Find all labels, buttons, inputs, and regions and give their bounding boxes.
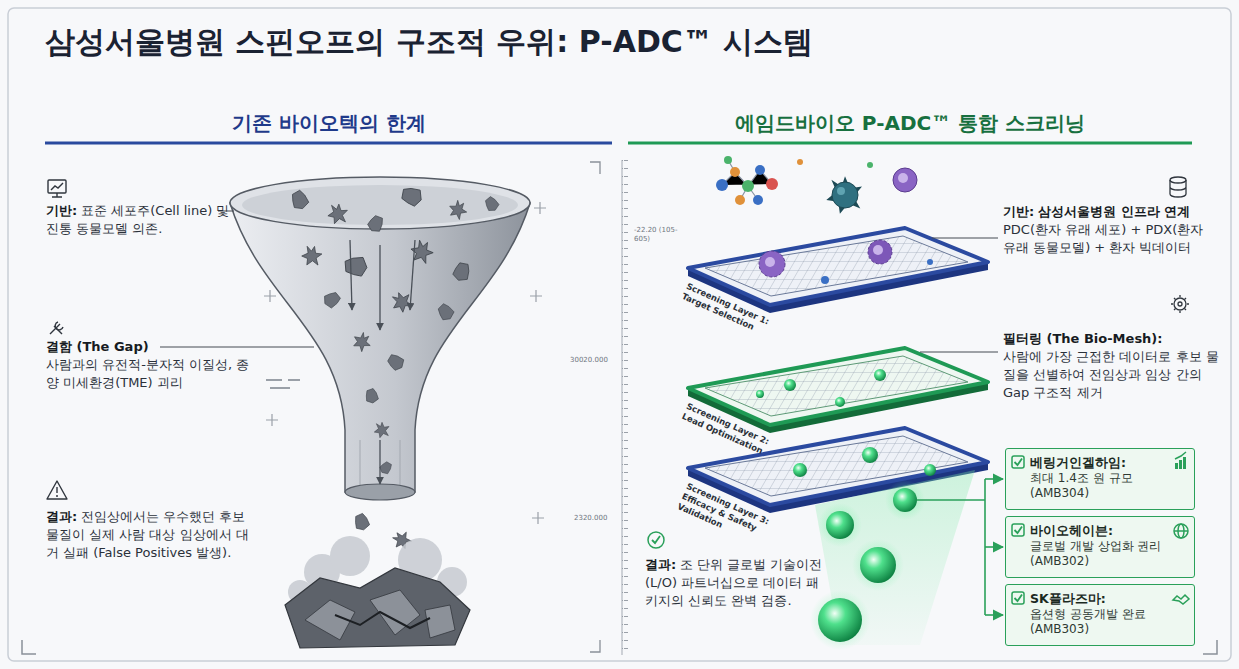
- callout-group: 필터링 (The Bio-Mesh):사람에 가장 근접한 데이터로 후보 물질…: [1003, 330, 1219, 402]
- box-text: 글로벌 개발 상업화 권리 (AMB302): [1006, 539, 1194, 569]
- callout-text: 사람과의 유전적-분자적 이질성, 종양 미세환경(TME) 괴리: [46, 356, 258, 392]
- callout-key: 기반:: [1003, 204, 1034, 219]
- box-text: 최대 1.4조 원 규모 (AMB304): [1006, 471, 1194, 501]
- callout-group: 2320.000: [574, 514, 618, 523]
- callout-group: 에임드바이오 P-ADC™ 통합 스크리닝: [628, 110, 1192, 136]
- partner-box: 바이오헤이븐:글로벌 개발 상업화 권리 (AMB302): [1005, 516, 1195, 578]
- callout-group: 30020.000: [570, 356, 618, 365]
- callout-heading: 필터링 (The Bio-Mesh):: [1003, 330, 1215, 348]
- callout-group: 기반:표준 세포주(Cell line) 및 진통 동물모델 의존.: [46, 202, 246, 238]
- callout-group: Screening Layer 3: Efficacy & Safety Val…: [676, 481, 803, 562]
- layer-label: Screening Layer 3: Efficacy & Safety Val…: [676, 481, 803, 562]
- callout-group: 결함 (The Gap)사람과의 유전적-분자적 이질성, 종양 미세환경(TM…: [46, 338, 258, 392]
- callout-key: 기반:: [46, 203, 77, 218]
- callout-key: 결과:: [645, 557, 676, 572]
- callout-group: Screening Layer 2: Lead Optimization: [680, 401, 780, 462]
- callout-key: 결과:: [46, 509, 77, 524]
- panel-heading: 기존 바이오텍의 한계: [45, 110, 613, 136]
- page-title: 삼성서울병원 스핀오프의 구조적 우위: P-ADC™ 시스템: [45, 22, 813, 63]
- dimension-text: -22.20 (105-605): [634, 226, 679, 244]
- box-heading: 베링거인겔하임:: [1006, 454, 1194, 471]
- panel-heading: 에임드바이오 P-ADC™ 통합 스크리닝: [628, 110, 1192, 136]
- callout-group: 기존 바이오텍의 한계: [45, 110, 613, 136]
- callout-group: 기반: 삼성서울병원 인프라 연계 PDC(환자 유래 세포) + PDX(환자 유…: [1003, 203, 1219, 257]
- callout-heading: 결함 (The Gap): [46, 338, 254, 356]
- partner-box: 베링거인겔하임:최대 1.4조 원 규모 (AMB304): [1005, 448, 1195, 510]
- box-heading: SK플라즈마:: [1006, 590, 1194, 607]
- dimension-text: 2320.000: [574, 514, 618, 523]
- callout-text: PDC(환자 유래 세포) + PDX(환자 유래 동물모델) + 환자 빅데이…: [1003, 221, 1219, 257]
- box-heading: 바이오헤이븐:: [1006, 522, 1194, 539]
- layer-label: Screening Layer 2: Lead Optimization: [680, 401, 780, 462]
- partner-box: SK플라즈마:옵션형 공동개발 완료 (AMB303): [1005, 584, 1195, 646]
- box-text: 옵션형 공동개발 완료 (AMB303): [1006, 607, 1194, 637]
- callout-group: Screening Layer 1: Target Selection: [680, 281, 776, 340]
- layer-label: Screening Layer 1: Target Selection: [680, 281, 776, 340]
- dimension-text: 30020.000: [570, 356, 618, 365]
- callout-text: 사람에 가장 근접한 데이터로 후보 물질을 선별하여 전임상과 임상 간의 G…: [1003, 348, 1219, 402]
- callout-group: -22.20 (105-605): [634, 226, 679, 244]
- callout-group: 결과:전임상에서는 우수했던 후보 물질이 실제 사람 대상 임상에서 대거 실…: [46, 508, 261, 562]
- callout-group: 결과:조 단위 글로벌 기술이전(L/O) 파트너십으로 데이터 패키지의 신뢰…: [645, 556, 823, 610]
- callout-heading: 삼성서울병원 인프라 연계: [1038, 204, 1190, 219]
